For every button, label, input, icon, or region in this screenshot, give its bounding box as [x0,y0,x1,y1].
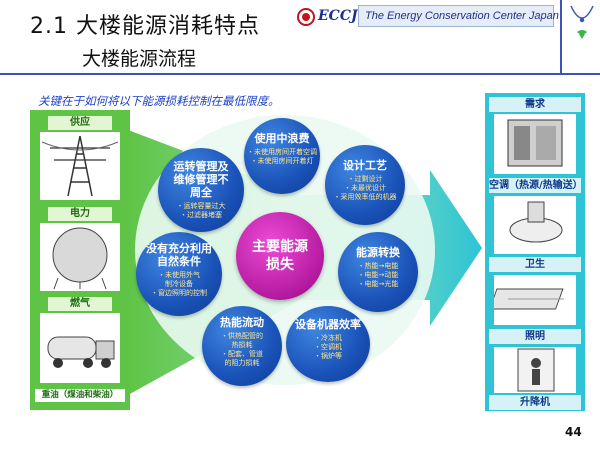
supply-label: 供应 [48,116,112,130]
header-vertical-divider [560,0,562,73]
bubble-title: 使用中浪费 [254,132,310,145]
bubble-line: ・未使用房间开着灯 [250,157,314,165]
key-point-text: 关键在于如何将以下能源损耗控制在最低限度。 [38,94,280,108]
header-divider [0,73,600,75]
bubble-design-process: 设计工艺 ・过剩设计 ・未最优设计 ・采用效率低的机器 [325,145,405,225]
bubble-title: 热能流动 [220,316,264,329]
demand-label: 需求 [489,97,581,112]
bubble-natural-conditions: 没有充分利用自然条件 ・未使用外气 制冷设备 ・窗边照明的控制 [136,232,222,316]
demand-panel: 需求 空调（热源/热输送） 卫生 照明 升降机 [485,93,585,411]
bubble-line: ・采用效率低的机器 [333,193,397,201]
bubble-line: 制冷设备 [165,280,193,288]
bubble-title: 运转管理及维修管理不周全 [173,160,229,199]
bubble-line: ・未最优设计 [344,184,386,192]
bubble-line: ・空调机 [314,343,342,351]
bubble-line: ・冷冻机 [314,334,342,342]
gas-tank-image [40,223,120,291]
bubble-title: 能源转换 [356,246,400,259]
air-conditioner-image [494,114,576,174]
bubble-line: ・配套、管道 [221,350,263,358]
center-label-line2: 损失 [266,257,294,273]
hvac-unit-icon [507,119,563,167]
eccj-text: ECCJ [318,8,358,24]
gas-tank-icon [52,227,108,290]
sanitary-label: 卫生 [489,257,581,272]
elevator-image [494,347,576,393]
bubble-line: ・运转容量过大 [176,202,226,210]
bubble-energy-conversion: 能源转换 ・热能→电能 ・电能→动能 ・电能→光能 [338,232,418,312]
corner-logo-icon [570,5,594,39]
page-subtitle: 大楼能源流程 [82,48,197,70]
bubble-title: 没有充分利用自然条件 [146,242,212,268]
light-fixture-icon [488,288,564,310]
page-title: 2.1 大楼能源消耗特点 [30,14,260,39]
heavy-oil-label: 重油（煤油和柴油） [35,389,125,402]
elevator-label: 升降机 [489,395,581,410]
bubble-line: ・热能→电能 [357,262,399,270]
oil-truck-image [40,313,120,383]
bubble-line: ・未使用外气 [158,271,200,279]
bubble-line: ・过滤器堵塞 [180,211,222,219]
eccj-logo-icon [297,8,315,26]
bubble-line: ・供热配管的 [221,332,263,340]
bubble-line: ・未使用房间开着空调 [247,148,317,156]
bubble-heat-flow: 热能流动 ・供热配管的 热损耗 ・配套、管道 的阻力损耗 [202,306,282,386]
toilet-icon [509,201,563,243]
center-label-line1: 主要能源 [252,239,308,255]
bubble-wasteful-use: 使用中浪费 ・未使用房间开着空调 ・未使用房间开着灯 [244,118,320,194]
elevator-icon [517,348,555,392]
page-number: 44 [565,425,582,439]
bubble-line: ・锅炉等 [314,352,342,360]
main-energy-loss-center: 主要能源 损失 [236,212,324,300]
power-tower-image [40,132,120,200]
electricity-label: 电力 [48,207,112,221]
lighting-label: 照明 [489,329,581,344]
bubble-equipment-efficiency: 设备机器效率 ・冷冻机 ・空调机 ・锅炉等 [286,306,370,382]
bubble-operation-management: 运转管理及维修管理不周全 ・运转容量过大 ・过滤器堵塞 [158,148,244,232]
bubble-line: ・电能→光能 [357,280,399,288]
bubble-line: 热损耗 [231,341,253,349]
bubble-line: 的阻力损耗 [224,359,260,367]
bubble-line: ・电能→动能 [357,271,399,279]
bubble-line: ・过剩设计 [347,175,383,183]
bubble-line: ・窗边照明的控制 [151,289,207,297]
lighting-image [488,275,576,325]
organization-name: The Energy Conservation Center Japan [358,5,559,27]
bubble-title: 设计工艺 [343,159,387,172]
bubble-title: 设备机器效率 [295,318,361,331]
air-conditioning-label: 空调（热源/热输送） [489,178,583,193]
supply-panel: 供应 电力 燃气 重油（煤油和柴油） [30,110,130,410]
sanitary-image [494,196,576,254]
gas-label: 燃气 [48,297,112,311]
oil-truck-icon [47,336,115,368]
power-tower-icon [41,135,119,197]
